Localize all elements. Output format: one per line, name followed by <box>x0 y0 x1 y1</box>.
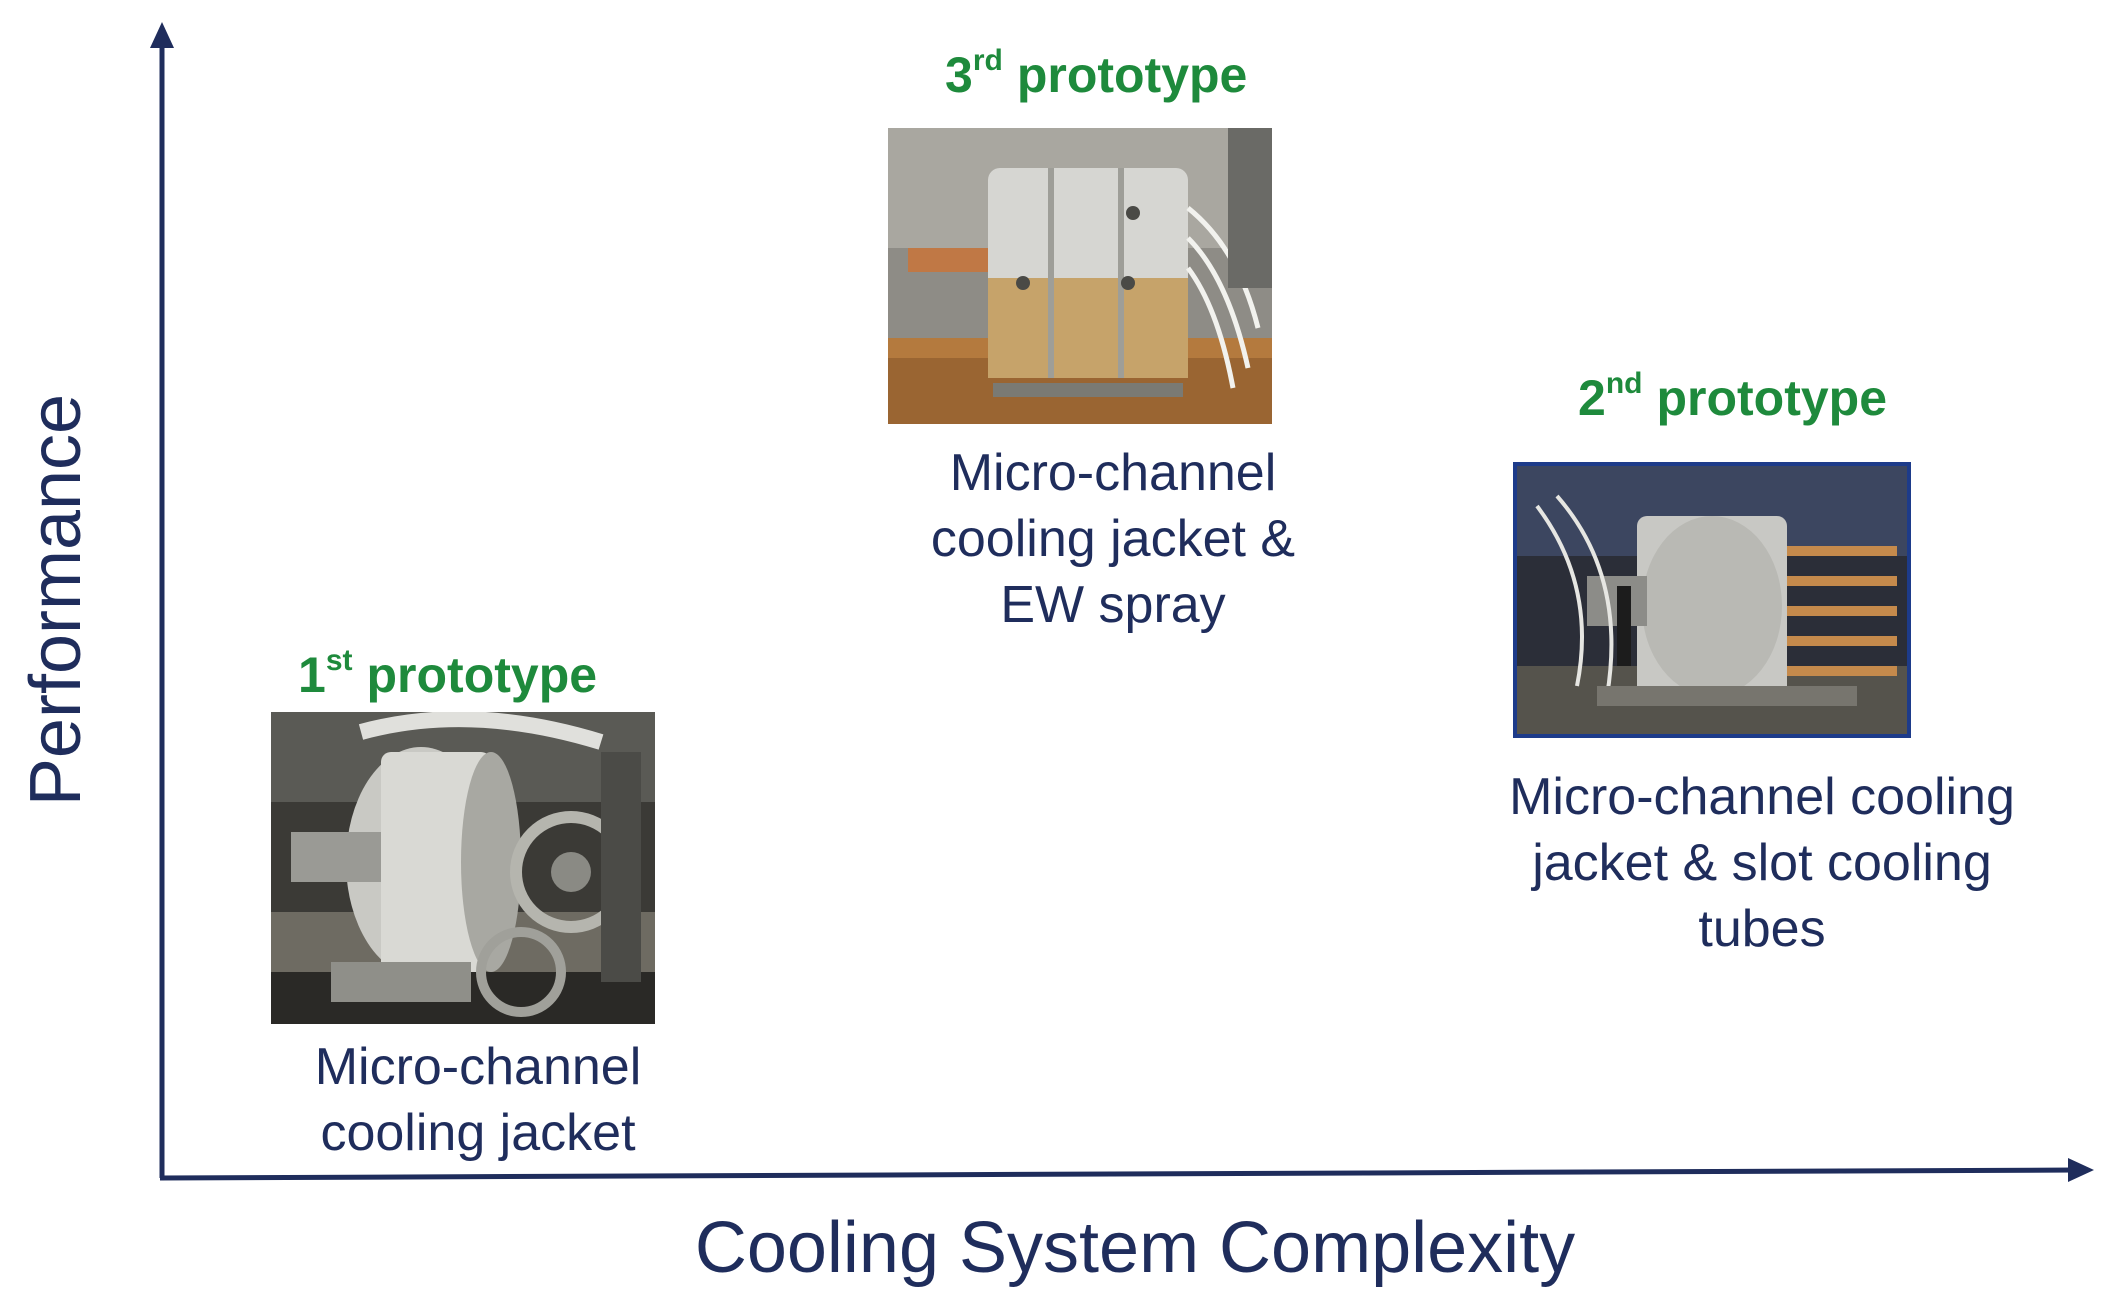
prototype-3-line-1: Micro-channel <box>949 444 1277 502</box>
prototype-1-title: 1st prototype <box>298 644 597 704</box>
prototype-1-line-1: Micro-channel <box>314 1038 642 1096</box>
prototype-1-ordinal: 1 <box>298 647 326 703</box>
prototype-1-line-2: cooling jacket <box>320 1104 636 1162</box>
prototype-2-suffix: nd <box>1605 367 1643 400</box>
prototype-2-ordinal: 2 <box>1578 370 1606 426</box>
prototype-3-line-2: cooling jacket & <box>930 510 1296 568</box>
prototype-3-suffix: rd <box>972 44 1003 77</box>
motor-prototype-3-photo <box>888 128 1272 424</box>
prototype-2-line-3: tubes <box>1698 900 1826 958</box>
x-axis-arrow-icon <box>2068 1158 2094 1182</box>
prototype-2-title: 2nd prototype <box>1578 367 1887 427</box>
prototype-1-word: prototype <box>366 647 598 703</box>
y-axis-arrow-icon <box>150 22 174 48</box>
motor-prototype-2-photo <box>1513 462 1911 738</box>
prototype-3-description: Micro-channel cooling jacket & EW spray <box>888 440 1338 638</box>
y-axis-label: Performance <box>16 393 96 807</box>
prototype-2-line-1: Micro-channel cooling <box>1509 768 2015 826</box>
prototype-1-description: Micro-channel cooling jacket <box>283 1034 673 1166</box>
x-axis-line <box>159 1167 2079 1181</box>
prototype-3-line-3: EW spray <box>1000 576 1226 634</box>
prototype-3-word: prototype <box>1016 47 1248 103</box>
prototype-3-ordinal: 3 <box>945 47 973 103</box>
prototype-3-title: 3rd prototype <box>945 44 1247 104</box>
motor-prototype-1-photo <box>271 712 655 1024</box>
prototype-1-suffix: st <box>325 644 353 677</box>
prototype-2-description: Micro-channel cooling jacket & slot cool… <box>1478 764 2046 962</box>
prototype-2-line-2: jacket & slot cooling <box>1532 834 1992 892</box>
prototype-2-word: prototype <box>1656 370 1888 426</box>
x-axis-label: Cooling System Complexity <box>694 1208 1576 1288</box>
